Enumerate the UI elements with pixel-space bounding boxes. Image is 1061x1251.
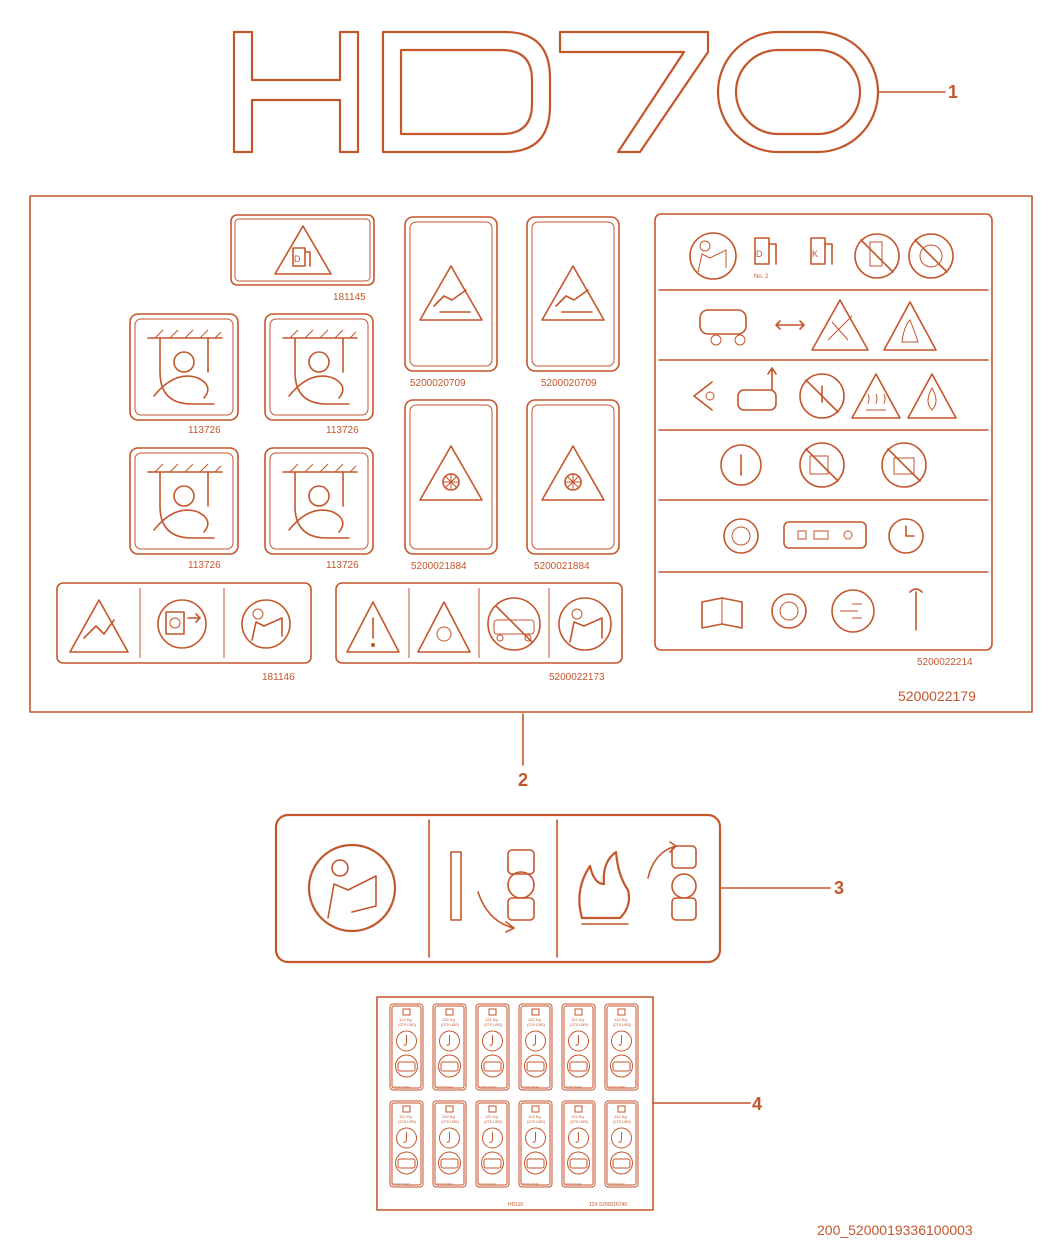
lifting-tag-9: 122 Kg(270 LBS) 5200016740 xyxy=(475,1100,510,1188)
svg-text:122 Kg: 122 Kg xyxy=(442,1017,455,1022)
svg-text:K: K xyxy=(812,249,818,259)
lifting-tag-7: 122 Kg(270 LBS) 5200016740 xyxy=(389,1100,424,1188)
callout-3: 3 xyxy=(834,878,844,898)
lifting-tag-2: 122 Kg(270 LBS) 5200016740 xyxy=(432,1003,467,1091)
svg-text:(270 LBS): (270 LBS) xyxy=(527,1022,546,1027)
decal-5200020709-hot-surface-2: 5200020709 xyxy=(526,216,620,389)
svg-text:113726: 113726 xyxy=(326,425,359,436)
svg-text:(270 LBS): (270 LBS) xyxy=(441,1022,460,1027)
decal-5200022214-instructions: D No. 2 K xyxy=(654,213,993,668)
svg-text:(270 LBS): (270 LBS) xyxy=(527,1119,546,1124)
svg-text:(270 LBS): (270 LBS) xyxy=(613,1119,632,1124)
lifting-tag-4: 122 Kg(270 LBS) 5200016740 xyxy=(518,1003,553,1091)
decal-5200022173: 5200022173 xyxy=(335,582,623,683)
svg-text:5200016740: 5200016740 xyxy=(522,1182,539,1186)
decal-113726-hose-1: 113726 xyxy=(129,313,239,436)
decal-5200021884-fan-1: 5200021884 xyxy=(404,399,498,572)
decal-5200020709-hot-surface-1: 5200020709 xyxy=(404,216,498,389)
svg-text:5200020709: 5200020709 xyxy=(410,378,466,389)
svg-text:5200016740: 5200016740 xyxy=(436,1085,453,1089)
svg-text:D: D xyxy=(756,249,763,259)
svg-text:5200022173: 5200022173 xyxy=(549,672,605,683)
svg-text:(270 LBS): (270 LBS) xyxy=(613,1022,632,1027)
svg-text:(270 LBS): (270 LBS) xyxy=(484,1022,503,1027)
svg-text:122 Kg: 122 Kg xyxy=(528,1114,541,1119)
svg-text:181146: 181146 xyxy=(262,672,295,683)
svg-text:(270 LBS): (270 LBS) xyxy=(570,1022,589,1027)
svg-text:122 Kg: 122 Kg xyxy=(571,1114,584,1119)
decal-113726-hose-4: 113726 xyxy=(264,447,374,571)
lifting-tag-11: 122 Kg(270 LBS) 5200016740 xyxy=(561,1100,596,1188)
svg-text:(270 LBS): (270 LBS) xyxy=(441,1119,460,1124)
lifting-tag-5: 122 Kg(270 LBS) 5200016740 xyxy=(561,1003,596,1091)
svg-text:5200020709: 5200020709 xyxy=(541,378,597,389)
callout-2: 2 xyxy=(518,770,528,790)
svg-text:(270 LBS): (270 LBS) xyxy=(484,1119,503,1124)
svg-text:5200016740: 5200016740 xyxy=(393,1085,410,1089)
svg-text:5200016740: 5200016740 xyxy=(608,1085,625,1089)
decal-181145: D 181145 xyxy=(230,214,375,303)
lifting-tag-3: 122 Kg(270 LBS) 5200016740 xyxy=(475,1003,510,1091)
svg-text:122 Kg: 122 Kg xyxy=(399,1114,412,1119)
svg-text:113726: 113726 xyxy=(326,560,359,571)
svg-text:5200016740: 5200016740 xyxy=(393,1182,410,1186)
svg-text:113726: 113726 xyxy=(188,425,221,436)
decal-3-operation-strip: 3 xyxy=(274,813,844,964)
svg-text:5200022214: 5200022214 xyxy=(917,657,973,668)
svg-text:5200016740: 5200016740 xyxy=(565,1085,582,1089)
sheet4-footer-right: 12X 5200016740 xyxy=(589,1202,627,1208)
svg-text:(270 LBS): (270 LBS) xyxy=(398,1022,417,1027)
lifting-tag-6: 122 Kg(270 LBS) 5200016740 xyxy=(604,1003,639,1091)
decal-113726-hose-2: 113726 xyxy=(264,313,374,436)
lifting-tag-8: 122 Kg(270 LBS) 5200016740 xyxy=(432,1100,467,1188)
lifting-tag-10: 122 Kg(270 LBS) 5200016740 xyxy=(518,1100,553,1188)
svg-text:5200016740: 5200016740 xyxy=(479,1182,496,1186)
svg-text:122 Kg: 122 Kg xyxy=(399,1017,412,1022)
svg-text:122 Kg: 122 Kg xyxy=(485,1017,498,1022)
svg-text:5200016740: 5200016740 xyxy=(565,1182,582,1186)
decal-sheet-2: D 181145 113726 113726 xyxy=(29,195,1033,790)
decal-181146: 181146 xyxy=(56,582,312,683)
svg-text:5200016740: 5200016740 xyxy=(608,1182,625,1186)
svg-text:122 Kg: 122 Kg xyxy=(528,1017,541,1022)
callout-4: 4 xyxy=(752,1094,762,1114)
svg-text:5200021884: 5200021884 xyxy=(534,561,590,572)
sheet4-footer-left: HD110 xyxy=(508,1202,523,1208)
svg-text:181145: 181145 xyxy=(333,292,366,303)
callout-1: 1 xyxy=(948,82,958,102)
svg-text:122 Kg: 122 Kg xyxy=(571,1017,584,1022)
hd70-logo-decal: 1 xyxy=(232,30,958,154)
svg-text:No. 2: No. 2 xyxy=(754,274,769,280)
diesel-d-glyph: D xyxy=(294,254,301,264)
svg-text:122 Kg: 122 Kg xyxy=(614,1114,627,1119)
svg-text:113726: 113726 xyxy=(188,560,221,571)
svg-text:5200016740: 5200016740 xyxy=(479,1085,496,1089)
lifting-tag-12: 122 Kg(270 LBS) 5200016740 xyxy=(604,1100,639,1188)
svg-text:(270 LBS): (270 LBS) xyxy=(570,1119,589,1124)
drawing-id: 200_5200019336100003 xyxy=(817,1222,973,1238)
svg-text:5200016740: 5200016740 xyxy=(522,1085,539,1089)
svg-text:5200021884: 5200021884 xyxy=(411,561,467,572)
decal-113726-hose-3: 113726 xyxy=(129,447,239,571)
svg-text:122 Kg: 122 Kg xyxy=(614,1017,627,1022)
decal-5200021884-fan-2: 5200021884 xyxy=(526,399,620,572)
svg-text:(270 LBS): (270 LBS) xyxy=(398,1119,417,1124)
svg-text:122 Kg: 122 Kg xyxy=(485,1114,498,1119)
svg-text:122 Kg: 122 Kg xyxy=(442,1114,455,1119)
lifting-tag-1: 122 Kg(270 LBS) 5200016740 xyxy=(389,1003,424,1091)
svg-text:5200016740: 5200016740 xyxy=(436,1182,453,1186)
sheet-number-5200022179: 5200022179 xyxy=(898,688,976,704)
